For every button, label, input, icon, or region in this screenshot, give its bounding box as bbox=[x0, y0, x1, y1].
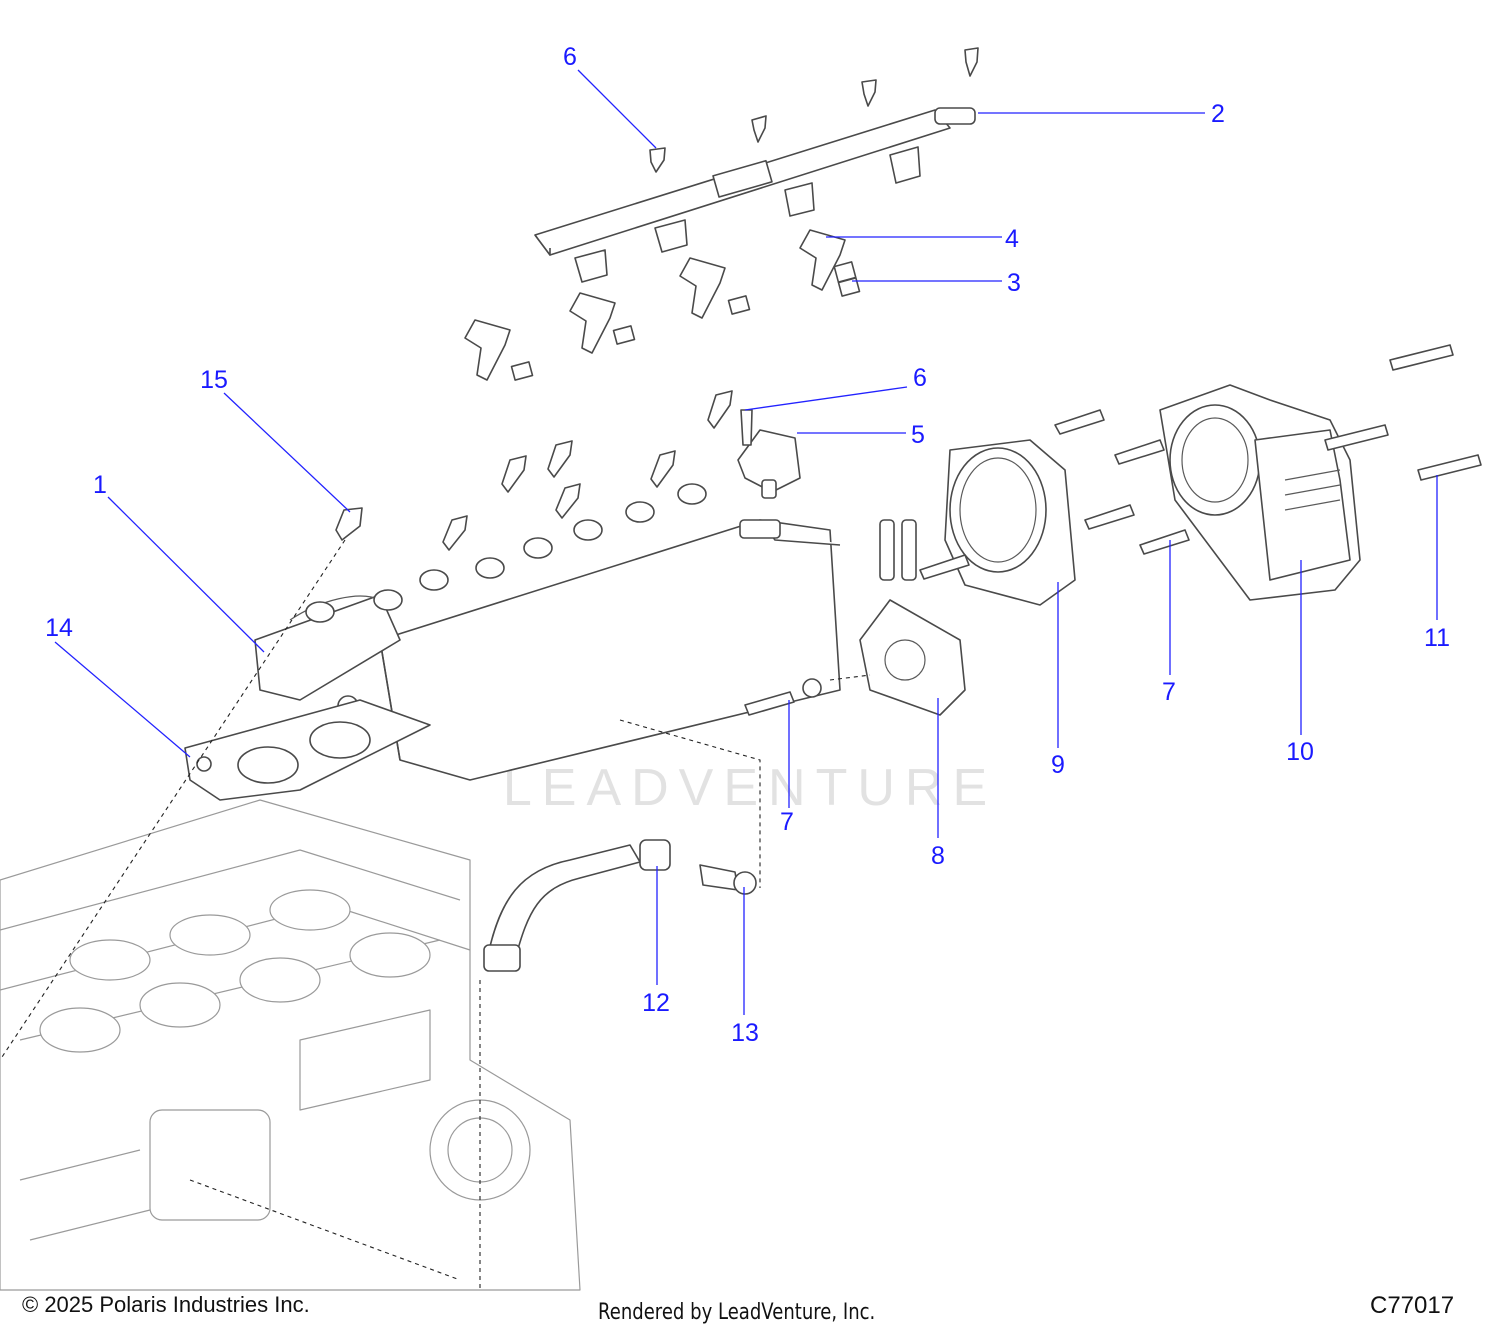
rail-bolts bbox=[649, 47, 979, 173]
intake-manifold bbox=[254, 483, 841, 781]
throttle-bolts bbox=[744, 344, 1482, 716]
alignment-lines bbox=[0, 539, 871, 1290]
callout-6a: 6 bbox=[563, 43, 577, 71]
callout-7a: 7 bbox=[780, 808, 794, 836]
callout-2: 2 bbox=[1211, 100, 1225, 128]
callout-4: 4 bbox=[1005, 225, 1019, 253]
callout-labels: 6 2 4 3 6 5 15 1 14 7 8 9 7 10 11 12 13 bbox=[45, 43, 1450, 1047]
callout-9: 9 bbox=[1051, 751, 1065, 779]
callout-5: 5 bbox=[911, 421, 925, 449]
throttle-flange bbox=[944, 439, 1076, 606]
callout-6b: 6 bbox=[913, 364, 927, 392]
callout-7b: 7 bbox=[1162, 678, 1176, 706]
callout-10: 10 bbox=[1286, 738, 1314, 766]
engine-block-illustration bbox=[0, 799, 581, 1291]
leader-lines bbox=[54, 69, 1438, 1015]
callout-1: 1 bbox=[93, 471, 107, 499]
throttle-body bbox=[1159, 384, 1361, 601]
watermark: LEADVENTURE bbox=[503, 759, 997, 817]
fuel-injectors bbox=[464, 229, 861, 381]
watermark-text: LEADVENTURE bbox=[503, 759, 997, 817]
rendered-by-text: Rendered by LeadVenture, Inc. bbox=[598, 1300, 876, 1325]
throttle-adapter bbox=[859, 519, 966, 716]
callout-14: 14 bbox=[45, 614, 73, 642]
coolant-sensor bbox=[699, 864, 757, 895]
fuel-rail bbox=[534, 107, 976, 283]
copyright-text: © 2025 Polaris Industries Inc. bbox=[22, 1292, 310, 1317]
callout-15: 15 bbox=[200, 366, 228, 394]
callout-12: 12 bbox=[642, 989, 670, 1017]
intake-gasket bbox=[184, 699, 431, 801]
diagram-code: C77017 bbox=[1370, 1292, 1455, 1319]
breather-hose bbox=[483, 839, 671, 972]
callout-13: 13 bbox=[731, 1019, 759, 1047]
map-sensor bbox=[737, 409, 801, 499]
manifold-bolts bbox=[335, 390, 733, 551]
callout-11: 11 bbox=[1424, 624, 1450, 652]
callout-3: 3 bbox=[1007, 269, 1021, 297]
callout-8: 8 bbox=[931, 842, 945, 870]
